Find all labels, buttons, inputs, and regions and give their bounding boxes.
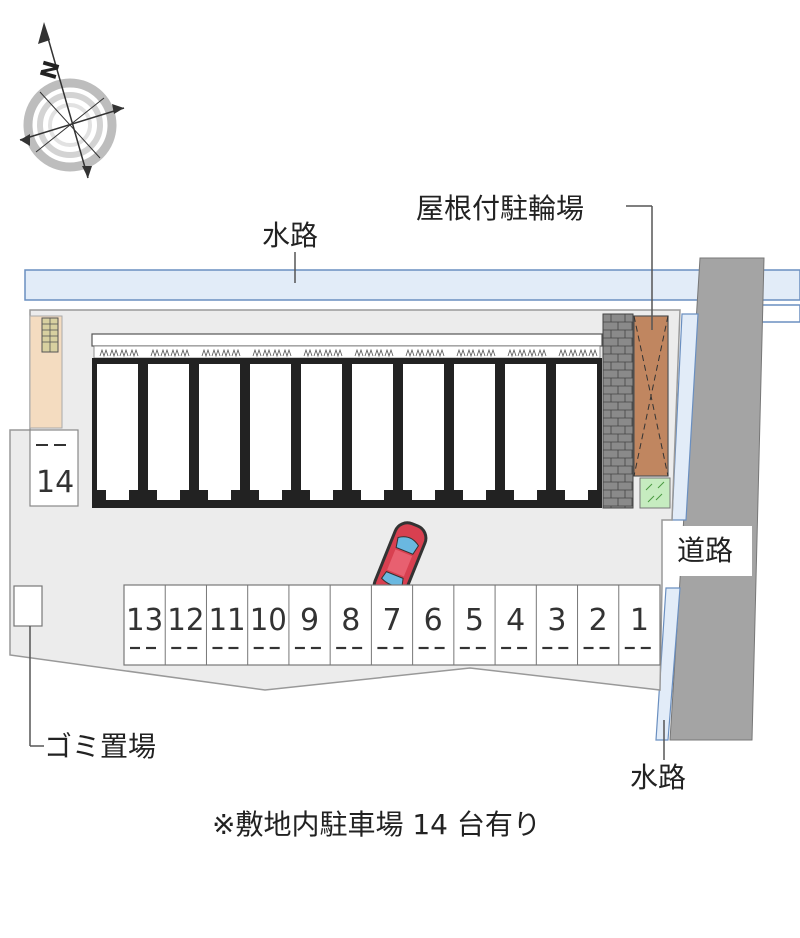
waterway-top — [24, 269, 701, 301]
unit-room — [301, 364, 342, 490]
bike-parking-label: 屋根付駐輪場 — [416, 192, 584, 225]
unit-room — [97, 364, 138, 490]
waterway-bottom-label: 水路 — [630, 761, 686, 794]
unit-room — [148, 364, 189, 490]
covered-bike-parking — [633, 315, 669, 477]
waterway-top-label: 水路 — [262, 219, 318, 252]
garbage-area — [13, 585, 43, 627]
parking-space-1-label: 1 — [630, 603, 649, 638]
parking-space-9-label: 9 — [300, 603, 319, 638]
parking-space-13-label: 13 — [126, 603, 163, 638]
parking-space-2-label: 2 — [589, 603, 608, 638]
unit-room — [505, 364, 546, 490]
waterway-top-right — [761, 269, 800, 301]
unit-room — [250, 364, 291, 490]
parking-space-6-label: 6 — [424, 603, 443, 638]
unit-room — [403, 364, 444, 490]
parking-count-note: ※敷地内駐車場 14 台有り — [212, 808, 541, 841]
parking-space-8-label: 8 — [341, 603, 360, 638]
parking-space-12-label: 12 — [167, 603, 204, 638]
unit-room — [352, 364, 393, 490]
green-space — [639, 477, 671, 509]
parking-space-3-label: 3 — [547, 603, 566, 638]
parking-space-4-label: 4 — [506, 603, 525, 638]
parking-space-14-label: 14 — [36, 465, 74, 500]
unit-room — [199, 364, 240, 490]
compass-icon: N — [19, 22, 125, 179]
apartment-building — [91, 333, 603, 508]
unit-room — [454, 364, 495, 490]
garbage-label: ゴミ置場 — [44, 730, 156, 763]
unit-room — [556, 364, 597, 490]
meter-box-icon — [41, 317, 59, 353]
brick-wall — [602, 313, 634, 509]
compass-north-label: N — [37, 58, 66, 83]
parking-space-11-label: 11 — [208, 603, 245, 638]
road-label: 道路 — [677, 534, 733, 567]
parking-space-14 — [29, 429, 79, 507]
parking-space-7-label: 7 — [382, 603, 401, 638]
parking-space-10-label: 10 — [250, 603, 287, 638]
parking-space-5-label: 5 — [465, 603, 484, 638]
